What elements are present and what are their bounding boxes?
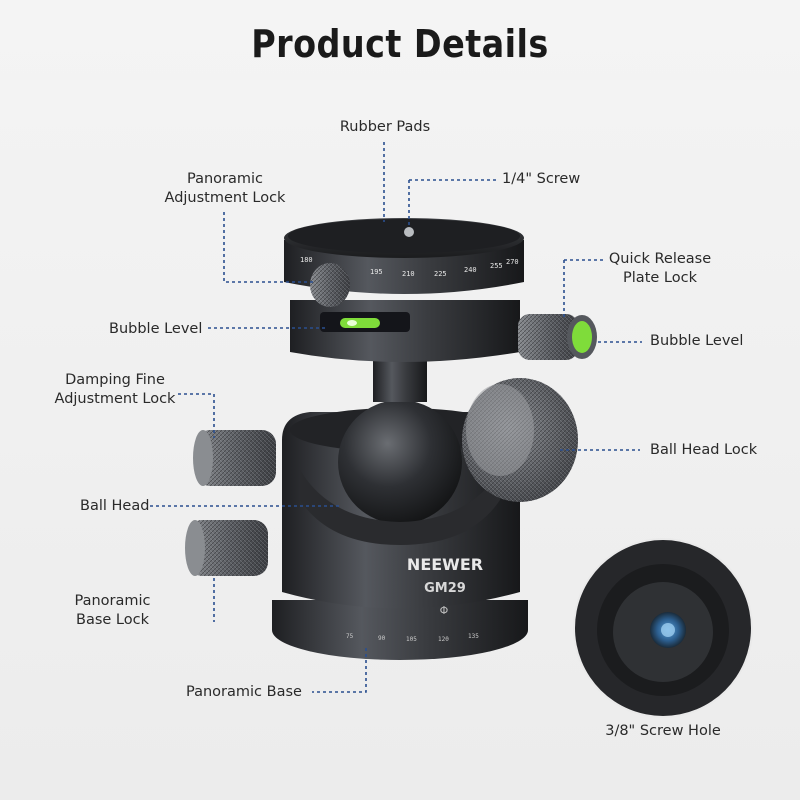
damping-fine-adjustment-knob (193, 430, 276, 486)
label-line: Damping Fine (65, 372, 165, 388)
ball-head-lock-knob (462, 378, 578, 502)
top-scale-tick-0: 195 (370, 268, 383, 276)
top-scale-tick-3: 240 (464, 266, 477, 274)
top-angle-scale: 180 195 210 225 240 255 270 (300, 256, 519, 278)
panoramic-base (272, 600, 528, 660)
label-line: Base Lock (76, 612, 149, 628)
quick-release-knob (518, 314, 597, 360)
top-scale-left-label: 180 (300, 256, 313, 264)
label-quick-release-plate-lock: Quick Release Plate Lock (600, 250, 720, 288)
top-scale-tick-5: 270 (506, 258, 519, 266)
base-angle-scale: 75 90 105 120 135 (346, 633, 479, 643)
screw-hole-detail (573, 538, 753, 718)
label-line: Panoramic (74, 593, 151, 609)
label-quarter-screw: 1/4" Screw (502, 171, 581, 187)
label-line: Quick Release (608, 251, 712, 267)
label-line: Plate Lock (623, 270, 697, 286)
label-line: Adjustment Lock (54, 391, 176, 407)
label-bubble-level-right: Bubble Level (650, 333, 744, 349)
base-scale-tick-1: 90 (378, 635, 386, 642)
label-ball-head: Ball Head (80, 498, 150, 514)
quarter-screw (404, 227, 414, 237)
top-scale-tick-4: 255 (490, 262, 503, 270)
base-scale-tick-2: 105 (406, 636, 417, 643)
label-bubble-level-left: Bubble Level (109, 321, 203, 337)
leader-lines (150, 142, 642, 693)
label-damping-fine-adjustment-lock: Damping Fine Adjustment Lock (45, 371, 185, 409)
bubble-level-left-vial (340, 318, 380, 328)
label-panoramic-base-lock: Panoramic Base Lock (60, 592, 165, 630)
top-scale-tick-1: 210 (402, 270, 415, 278)
bubble-level-right-vial (572, 321, 592, 353)
base-scale-tick-0: 75 (346, 633, 354, 640)
top-scale-tick-2: 225 (434, 270, 447, 278)
model-label: GM29 (424, 581, 466, 596)
base-scale-tick-3: 120 (438, 636, 449, 643)
label-screw-hole: 3/8" Screw Hole (605, 723, 721, 739)
panoramic-base-lock-knob (185, 520, 268, 576)
page-title: Product Details (251, 22, 549, 66)
panoramic-adjustment-lock-knob (310, 263, 350, 307)
label-ball-head-lock: Ball Head Lock (650, 442, 758, 458)
brand-logo: NEEWER (407, 555, 483, 574)
base-scale-tick-4: 135 (468, 633, 479, 640)
phi-mark: Φ (440, 604, 449, 617)
label-line: Adjustment Lock (164, 190, 286, 206)
label-line: Panoramic (186, 171, 263, 187)
label-panoramic-base: Panoramic Base (186, 684, 302, 700)
label-rubber-pads: Rubber Pads (339, 119, 431, 135)
label-panoramic-adjustment-lock: Panoramic Adjustment Lock (150, 170, 300, 208)
ball (338, 400, 462, 524)
